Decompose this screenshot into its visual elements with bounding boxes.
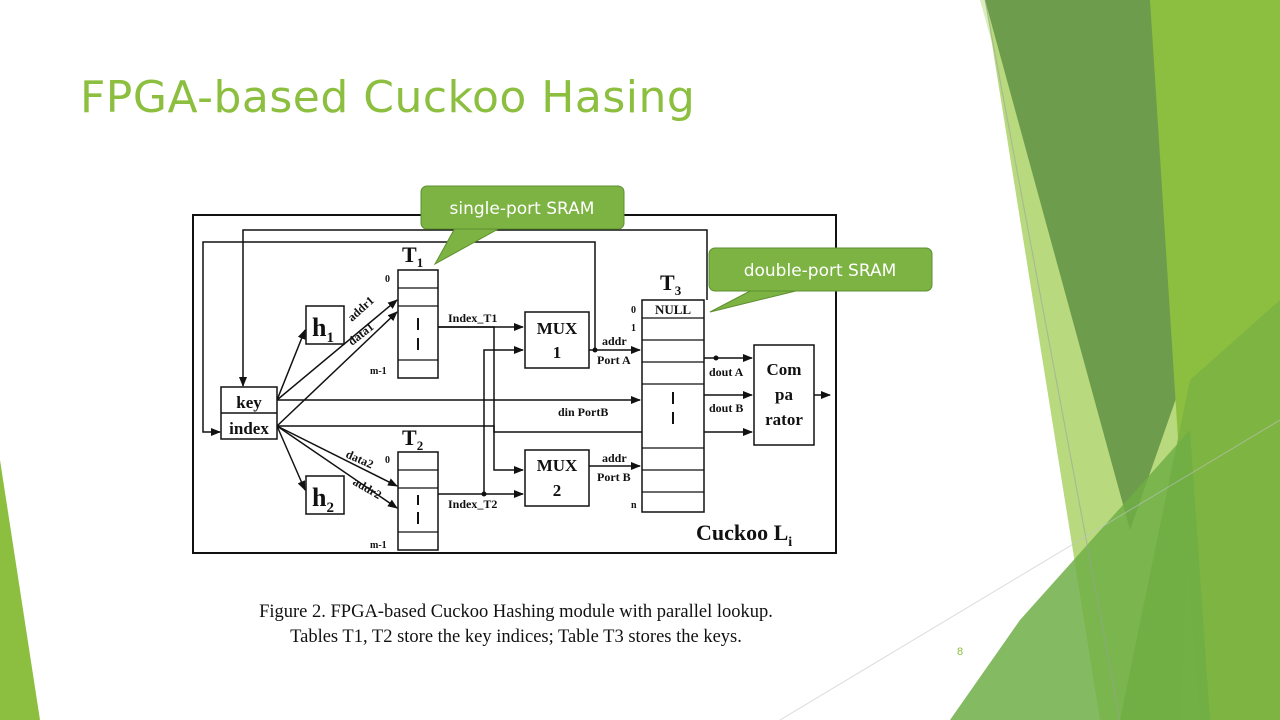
t2-label: T2: [402, 425, 423, 453]
callout-single-port-text: single-port SRAM: [450, 199, 595, 219]
comparator-label-2: pa: [775, 385, 793, 404]
feedback-line-outer: [202, 241, 596, 436]
arrow-addr2: [276, 425, 398, 509]
mux1-label-2: 1: [553, 343, 562, 362]
t2-row-m1: m-1: [370, 540, 387, 551]
mux2-box: [524, 449, 590, 507]
callout-box: [708, 247, 933, 292]
callout-double-port: double-port SRAM: [708, 247, 933, 313]
t3-row-n: n: [631, 500, 637, 511]
callout-double-port-text: double-port SRAM: [744, 261, 897, 281]
hash-h2-label: h2: [312, 483, 334, 516]
cuckoo-label: Cuckoo Li: [696, 520, 792, 550]
comparator-box: [753, 344, 815, 446]
port-b-label: Port B: [597, 470, 631, 484]
mux2-label-1: MUX: [537, 456, 578, 475]
dout-b-label: dout B: [709, 401, 743, 415]
hash-h2-box: [305, 475, 345, 515]
mux2-label-2: 2: [553, 481, 562, 500]
key-label: key: [236, 393, 262, 412]
arrow-t2-to-mux1: [483, 346, 524, 494]
din-portb-label: din PortB: [558, 405, 608, 419]
caption-line-1: Figure 2. FPGA-based Cuckoo Hashing modu…: [259, 602, 773, 622]
junction-dot: [481, 491, 487, 497]
table-t3: [641, 299, 705, 513]
page-number: 8: [957, 646, 964, 658]
arrow-index-h2: [276, 425, 306, 491]
port-a-label: Port A: [597, 353, 631, 367]
hash-h1-label: h1: [312, 313, 334, 346]
index-t1-label: Index_T1: [448, 311, 497, 325]
t2-row0: 0: [385, 455, 390, 466]
green-triangle-left: [0, 460, 40, 720]
arrow-data2: [276, 425, 398, 487]
addr-a-label: addr: [602, 334, 627, 348]
index-t2-label: Index_T2: [448, 497, 497, 511]
callout-box: [420, 185, 625, 230]
comparator-label-1: Com: [767, 360, 802, 379]
addr-b-label: addr: [602, 451, 627, 465]
mux1-label-1: MUX: [537, 319, 578, 338]
arrow-addr1: [276, 299, 398, 401]
callout-single-port: single-port SRAM: [420, 185, 625, 266]
arrow-key-h1: [276, 329, 306, 401]
dark-green-panel: [985, 0, 1200, 530]
t3-label: T3: [660, 270, 682, 298]
hash-h1-box: [305, 305, 345, 345]
green-triangle-bottom: [950, 430, 1210, 720]
arrow-data1: [276, 311, 398, 427]
t1-row0: 0: [385, 274, 390, 285]
decor-line-2: [779, 419, 1280, 720]
junction-dot: [592, 347, 598, 353]
arrow-t1-to-mux2: [438, 326, 524, 474]
mux1-box: [524, 311, 590, 369]
junction-dot: [713, 355, 719, 361]
t1-row-m1: m-1: [370, 366, 387, 377]
index-label: index: [229, 419, 269, 438]
t1-label: T1: [402, 242, 423, 270]
t3-row0: 0: [631, 305, 636, 316]
t3-null-label: NULL: [655, 302, 691, 317]
comparator-label-3: rator: [765, 410, 803, 429]
decor-line-1: [984, 0, 1121, 720]
caption-line-2: Tables T1, T2 store the key indices; Tab…: [290, 627, 742, 647]
dout-a-label: dout A: [709, 365, 744, 379]
slide-title: FPGA-based Cuckoo Hasing: [80, 72, 696, 123]
t3-row1: 1: [631, 323, 636, 334]
